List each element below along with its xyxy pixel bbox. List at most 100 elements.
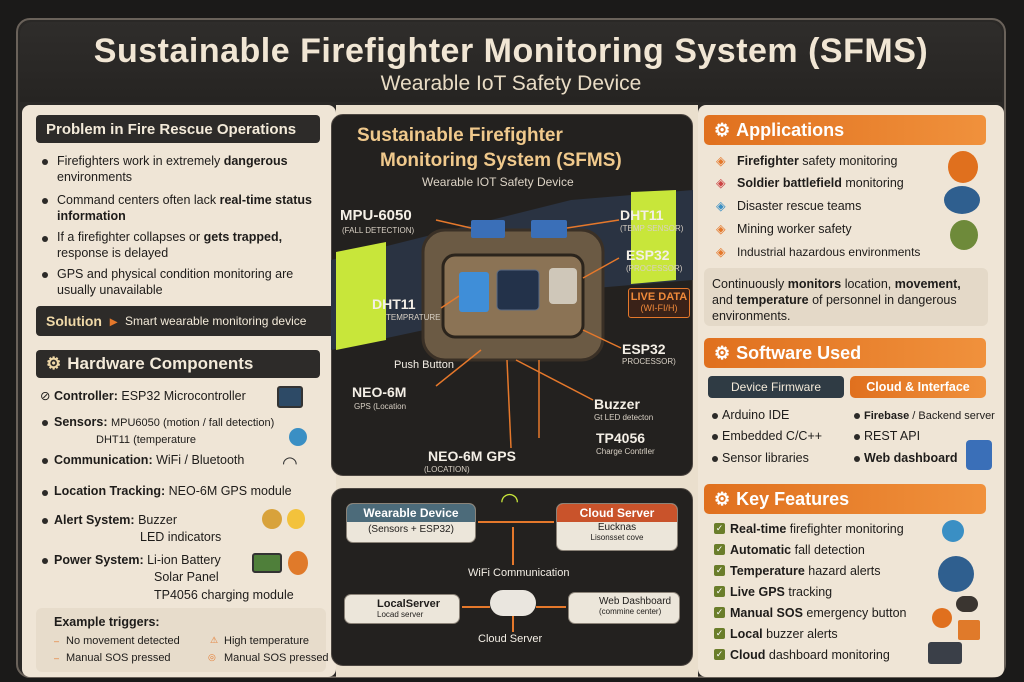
hw-communication: Communication: WiFi / Bluetooth — [54, 453, 245, 467]
label-dht11-right: DHT11 — [620, 207, 664, 223]
label-mpu6050-sub: (FALL DETECTION) — [342, 226, 415, 235]
label-buzzer-sub: Gt LED detecton — [594, 413, 654, 422]
problem-item-2: Command centers often lack real-time sta… — [57, 193, 312, 223]
firefighter-avatar — [948, 151, 978, 183]
soldier-avatar — [950, 220, 978, 250]
check-icon: ✓ — [714, 523, 725, 534]
hw-sensors-2: DHT11 (temperature — [96, 434, 197, 446]
sos-button-icon — [932, 608, 952, 628]
live-data-badge: LIVE DATA (WI-FI/H) — [628, 288, 690, 318]
hw-location: Location Tracking: NEO-6M GPS module — [54, 484, 292, 498]
wifi-communication-label: WiFi Communication — [468, 567, 570, 579]
hw-alert-2: LED indicators — [140, 530, 222, 544]
trigger-1: No movement detected — [66, 635, 180, 647]
problem-item-1: Firefighters work in extremely dangerous… — [57, 154, 288, 184]
microcontroller-icon — [277, 386, 303, 408]
bullet — [712, 434, 718, 440]
trigger-2: High temperature — [224, 635, 309, 647]
hardware-heading: ⚙Hardware Components — [36, 350, 320, 378]
label-dht11-left-sub: TEMPRATURE — [386, 313, 441, 322]
bullet — [712, 456, 718, 462]
app-5: Industrial hazardous environments — [737, 245, 921, 259]
firefighter-icon: ◈ — [716, 154, 726, 168]
solution-arrow-icon: ▸ — [110, 312, 118, 329]
leader-line — [440, 295, 460, 309]
problem-item-3: If a firefighter collapses or gets trapp… — [57, 230, 283, 260]
chat-icon — [956, 596, 978, 612]
bullet — [42, 490, 48, 496]
solar-icon — [288, 551, 308, 575]
hw-controller: Controller: ESP32 Microcontroller — [54, 389, 246, 403]
device-title-1: Sustainable Firefighter — [357, 125, 563, 146]
leader-line — [515, 359, 594, 401]
label-esp32-right: ESP32 — [626, 247, 670, 263]
cloud-interface-heading: Cloud & Interface — [850, 376, 986, 398]
device-subtitle: Wearable IOT Safety Device — [422, 175, 574, 189]
solution-label: Solution — [46, 313, 102, 329]
cloud-icon — [490, 590, 536, 616]
link-arrow — [512, 527, 514, 565]
link-arrow — [462, 606, 490, 608]
link-arrow — [536, 606, 566, 608]
buzzer-icon — [262, 509, 282, 529]
check-icon: ✓ — [714, 607, 725, 618]
bullet — [42, 420, 48, 426]
feature-7: Cloud dashboard monitoring — [730, 648, 890, 662]
features-heading: ⚙Key Features — [704, 484, 986, 514]
label-tp4056: TP4056 — [596, 430, 646, 446]
app-4: Mining worker safety — [737, 222, 852, 236]
app-3: Disaster rescue teams — [737, 199, 862, 213]
bullet — [42, 159, 48, 165]
link-arrow — [512, 616, 514, 632]
bullet — [854, 413, 860, 419]
sensor-chip — [531, 220, 567, 238]
leader-line — [566, 219, 620, 229]
sensor-icon — [289, 428, 307, 446]
cloud-1: Firebase / Backend server — [864, 410, 995, 422]
dht11-module — [459, 272, 489, 312]
leader-line — [506, 359, 512, 449]
dashboard-icon — [928, 642, 962, 664]
node-wearable-device: Wearable Device (Sensors + ESP32) — [346, 503, 476, 543]
dash-icon: – — [54, 636, 60, 646]
app-1: Firefighter safety monitoring — [737, 154, 898, 168]
bullet — [42, 518, 48, 524]
trigger-3: Manual SOS pressed — [66, 652, 171, 664]
soldier-icon: ◈ — [716, 176, 726, 190]
triggers-heading: Example triggers: — [54, 615, 160, 629]
trigger-4: Manual SOS pressed — [224, 652, 329, 664]
link-arrow — [478, 521, 554, 523]
monitoring-icon — [942, 520, 964, 542]
hw-power: Power System: Li-ion Battery — [54, 553, 221, 567]
bullet — [854, 434, 860, 440]
gear-icon: ⚙ — [714, 488, 731, 509]
industrial-icon: ◈ — [716, 245, 726, 259]
label-esp32-right-2: ESP32 — [622, 341, 666, 357]
leader-line — [582, 257, 620, 279]
feature-4: Live GPS tracking — [730, 585, 833, 599]
firmware-heading: Device Firmware — [708, 376, 844, 398]
page-subtitle: Wearable IoT Safety Device — [380, 72, 642, 95]
problem-item-4: GPS and physical condition monitoring ar… — [57, 267, 294, 297]
leader-line — [582, 329, 622, 349]
reflective-band-left — [336, 242, 386, 350]
check-icon: ✓ — [714, 565, 725, 576]
label-push-button: Push Button — [394, 359, 454, 371]
esp32-board — [496, 269, 540, 311]
label-neo6m-bottom-sub: (LOCATION) — [424, 465, 470, 474]
triggers-box — [36, 608, 326, 672]
wifi-icon: ◠ — [282, 453, 298, 473]
leader-line — [435, 349, 482, 387]
app-2: Soldier battlefield monitoring — [737, 176, 904, 190]
bullet — [42, 198, 48, 204]
label-tp4056-sub: Charge Contrller — [596, 447, 655, 456]
mining-icon: ◈ — [716, 222, 726, 236]
bullet — [712, 413, 718, 419]
bullet — [42, 272, 48, 278]
solution-text: Smart wearable monitoring device — [125, 314, 307, 328]
database-icon — [966, 440, 992, 470]
bullet — [854, 456, 860, 462]
check-icon: ✓ — [714, 649, 725, 660]
label-esp32-right-sub: (PROCESSOR) — [626, 264, 683, 273]
